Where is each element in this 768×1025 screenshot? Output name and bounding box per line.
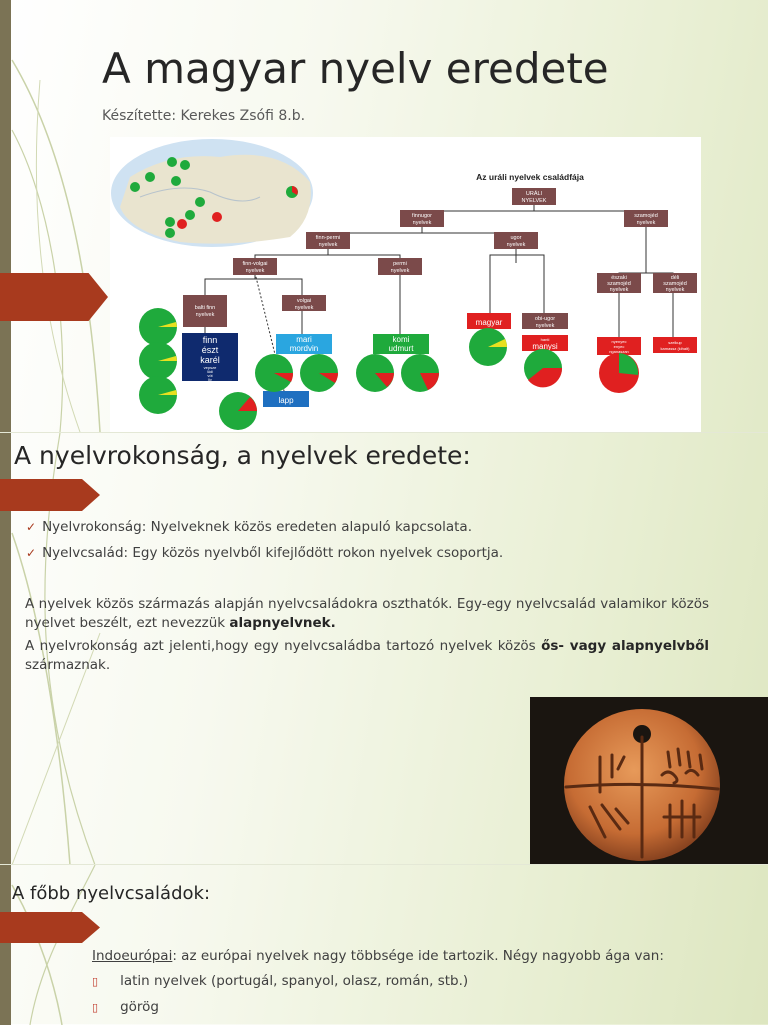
svg-text:nyelvek: nyelvek (637, 220, 656, 226)
bullet-item: ✓Nyelvrokonság: Nyelveknek közös eredete… (26, 519, 472, 535)
svg-text:nyelvek: nyelvek (319, 242, 338, 248)
slide-3: A főbb nyelvcsaládok: Indoeurópai: az eu… (0, 864, 768, 1025)
svg-text:nyelvek: nyelvek (295, 305, 314, 311)
svg-text:URÁLI: URÁLI (526, 190, 543, 197)
decorative-lines (11, 59, 101, 432)
svg-text:nyelvek: nyelvek (391, 268, 410, 274)
square-bullet-icon: ▯ (92, 1001, 99, 1014)
tartaria-tablet-photo (530, 697, 768, 865)
paragraph-1: A nyelvek közös származás alapján nyelvc… (25, 596, 709, 631)
svg-text:enyec: enyec (614, 344, 625, 349)
branch-item: ▯latin nyelvek (portugál, spanyol, olasz… (92, 973, 469, 989)
svg-text:mordvin: mordvin (290, 344, 318, 353)
slide-left-bar (0, 433, 11, 865)
diagram-title: Az uráli nyelvek családfája (476, 172, 584, 182)
svg-text:nyelvek: nyelvek (196, 312, 215, 318)
accent-arrow (0, 273, 108, 321)
svg-text:magyar: magyar (476, 318, 503, 327)
check-icon: ✓ (26, 546, 37, 560)
svg-text:szamojéd: szamojéd (607, 281, 631, 287)
svg-text:permi: permi (393, 261, 407, 267)
svg-text:hanti: hanti (541, 337, 550, 342)
svg-text:lüdi: lüdi (207, 369, 213, 374)
square-bullet-icon: ▯ (92, 975, 99, 988)
accent-arrow (0, 912, 100, 943)
slide-title: A magyar nyelv eredete (102, 44, 609, 93)
svg-text:finnugor: finnugor (412, 213, 432, 219)
svg-text:nyelvek: nyelvek (536, 323, 555, 329)
section-title: A nyelvrokonság, a nyelvek eredete: (14, 441, 471, 470)
svg-text:ugor: ugor (510, 235, 521, 241)
bullet-item: ✓Nyelvcsalád: Egy közös nyelvből kifejlő… (26, 545, 504, 561)
map-illustration (111, 139, 313, 247)
svg-text:karél: karél (200, 355, 220, 365)
svg-text:nyelvek: nyelvek (610, 287, 629, 293)
svg-text:finn: finn (203, 335, 218, 345)
svg-text:szelkup: szelkup (668, 340, 682, 345)
slide-left-bar (0, 865, 11, 1025)
accent-arrow (0, 479, 100, 511)
svg-text:udmurt: udmurt (389, 344, 415, 353)
svg-text:déli: déli (671, 275, 680, 281)
pie-markers (139, 308, 639, 430)
slide-subtitle: Készítette: Kerekes Zsófi 8.b. (102, 108, 306, 124)
check-icon: ✓ (26, 520, 37, 534)
family-line: Indoeurópai: az európai nyelvek nagy töb… (92, 948, 664, 964)
svg-text:liv: liv (208, 377, 212, 382)
svg-text:balti finn: balti finn (195, 305, 216, 311)
svg-text:NYELVEK: NYELVEK (522, 198, 547, 204)
svg-text:északi: északi (611, 275, 627, 281)
uralic-family-tree-image: Az uráli nyelvek családfája URÁLI (110, 137, 701, 432)
svg-text:nganaszan: nganaszan (609, 349, 629, 354)
svg-text:komi: komi (393, 335, 410, 344)
branch-item: ▯görög (92, 999, 159, 1015)
svg-text:manysi: manysi (532, 342, 558, 351)
svg-text:nyenyec: nyenyec (612, 339, 627, 344)
family-name: Indoeurópai (92, 948, 173, 964)
svg-text:vepsze: vepsze (204, 365, 217, 370)
svg-text:nyelvek: nyelvek (413, 220, 432, 226)
svg-text:szamojéd: szamojéd (663, 281, 687, 287)
paragraph-2: A nyelvrokonság azt jelenti,hogy egy nye… (25, 638, 709, 673)
svg-text:volgai: volgai (297, 298, 311, 304)
svg-text:obi-ugor: obi-ugor (535, 316, 555, 322)
svg-text:nyelvek: nyelvek (666, 287, 685, 293)
slide-1: A magyar nyelv eredete Készítette: Kerek… (0, 0, 768, 432)
svg-text:finn-permi: finn-permi (316, 235, 340, 241)
svg-text:finn-volgai: finn-volgai (242, 261, 267, 267)
tree-nodes: URÁLI NYELVEK finnugor nyelvek szamojéd … (182, 188, 697, 407)
slide-2: A nyelvrokonság, a nyelvek eredete: ✓Nye… (0, 432, 768, 865)
slide-left-bar (0, 0, 11, 432)
svg-text:lapp: lapp (278, 396, 294, 405)
svg-text:nyelvek: nyelvek (246, 268, 265, 274)
section-title: A főbb nyelvcsaládok: (12, 883, 211, 904)
svg-text:észt: észt (202, 345, 219, 355)
svg-text:szamojéd: szamojéd (634, 213, 658, 219)
svg-text:mari: mari (296, 335, 312, 344)
svg-text:kamassz (kihalt): kamassz (kihalt) (661, 346, 691, 351)
svg-text:vót: vót (207, 373, 213, 378)
svg-text:nyelvek: nyelvek (507, 242, 526, 248)
